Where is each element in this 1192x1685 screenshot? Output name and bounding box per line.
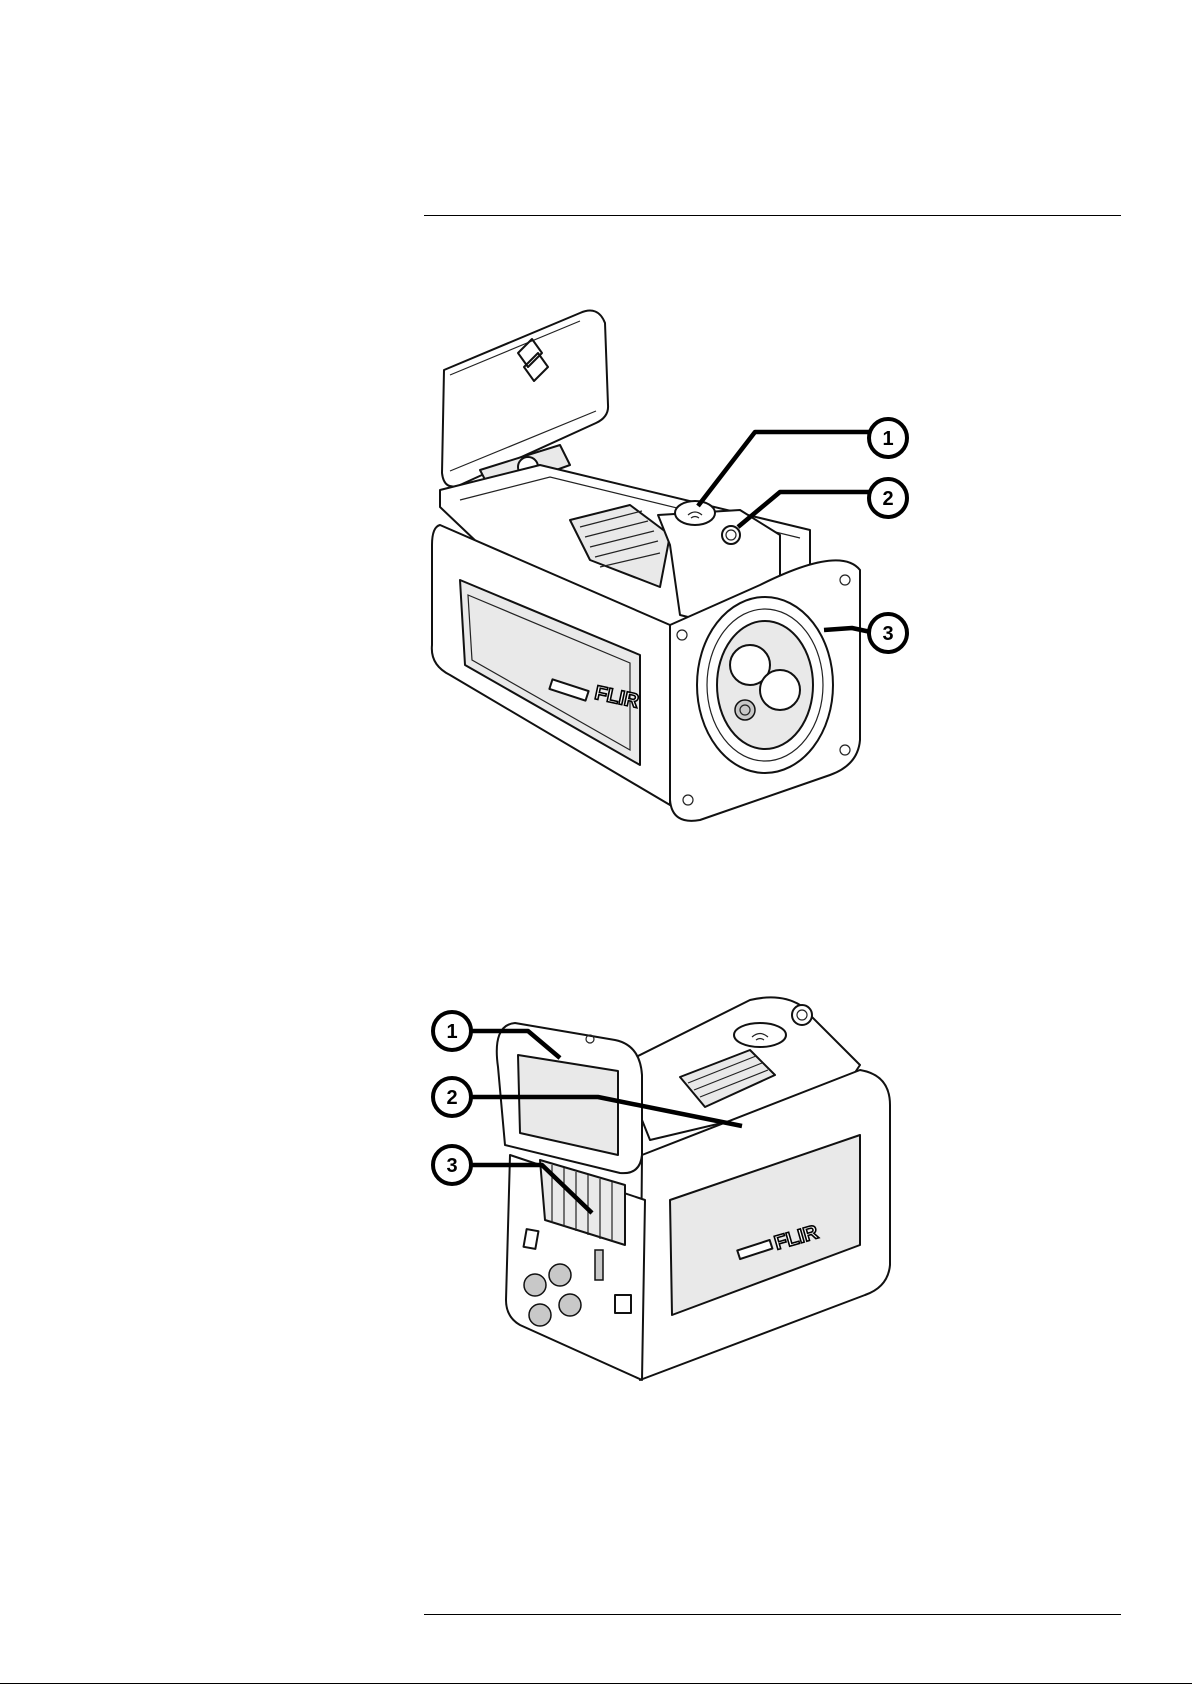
bnc-connector: [559, 1294, 581, 1316]
callout-3: 3: [433, 1146, 471, 1184]
wifi-button: [734, 1023, 786, 1047]
power-button: [792, 1005, 812, 1025]
callout-3: 3: [869, 614, 907, 652]
lens-icon-secondary: [760, 670, 800, 710]
camera-rear-illustration: 1 2 3 FLIR: [420, 995, 940, 1415]
wifi-button: [675, 501, 715, 525]
svg-text:1: 1: [446, 1021, 457, 1043]
bnc-connector: [549, 1264, 571, 1286]
bottom-edge-rule: [0, 1683, 1192, 1684]
bnc-connector: [524, 1274, 546, 1296]
svg-text:3: 3: [446, 1155, 457, 1177]
bnc-connector: [529, 1304, 551, 1326]
header-rule: [424, 215, 1121, 216]
camera-rear-figure: 1 2 3 FLIR: [420, 995, 940, 1415]
callout-1: 1: [433, 1012, 471, 1050]
footer-rule: [424, 1614, 1121, 1615]
svg-text:2: 2: [882, 488, 893, 510]
svg-text:1: 1: [882, 428, 893, 450]
svg-text:3: 3: [882, 623, 893, 645]
camera-front-illustration: FLIR 1 2 3: [420, 295, 940, 835]
callout-2: 2: [869, 479, 907, 517]
camera-front-figure: FLIR 1 2 3: [420, 295, 940, 835]
svg-text:2: 2: [446, 1087, 457, 1109]
power-button: [722, 526, 740, 544]
callout-1: 1: [869, 419, 907, 457]
callout-2: 2: [433, 1078, 471, 1116]
